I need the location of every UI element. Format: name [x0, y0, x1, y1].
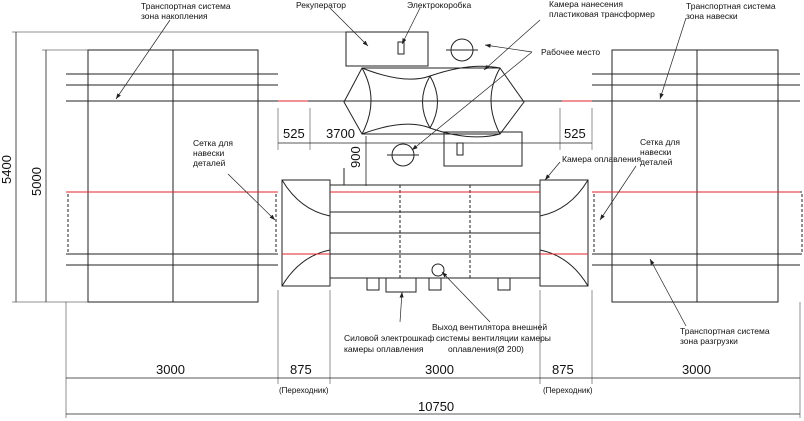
dim-5400: 5400 [0, 155, 14, 184]
dim-3000-right: 3000 [682, 362, 711, 377]
label-grid-right-2: навески [640, 147, 672, 157]
dim-adapter-right: (Переходник) [543, 386, 593, 395]
label-fan-outlet-3: оплавления(Ø 200) [448, 344, 524, 354]
label-grid-left-1: Сетка для [193, 138, 233, 148]
label-hang-transport-1: Транспортная система [686, 1, 776, 11]
dim-5000: 5000 [29, 167, 44, 196]
dim-525-left: 525 [283, 126, 305, 141]
dim-3000-left: 3000 [156, 362, 185, 377]
dim-525-right: 525 [564, 126, 586, 141]
label-grid-left-3: деталей [193, 158, 226, 168]
accumulation-zone [66, 49, 278, 303]
melt-chamber [281, 168, 589, 293]
unloading-zone [592, 49, 803, 303]
dim-adapter-left: (Переходник) [279, 386, 329, 395]
label-accum-transport-2: зона накопления [141, 11, 208, 21]
label-power-cabinet-1: Силовой электрошкаф [344, 333, 434, 343]
label-electrobox: Электрокоробка [407, 0, 471, 10]
recuperator-box [345, 31, 429, 67]
label-recuperator: Рекуператор [296, 0, 346, 10]
dim-3700: 3700 [326, 126, 355, 141]
label-coating-chamber-1: Камера нанесения [549, 0, 623, 9]
label-fan-outlet-2: системы вентиляции камеры [436, 333, 551, 343]
dim-3000-mid: 3000 [425, 362, 454, 377]
label-workplace: Рабочее место [541, 47, 600, 57]
label-grid-left-2: навески [193, 148, 225, 158]
dim-875-left: 875 [290, 362, 312, 377]
dim-total: 10750 [418, 399, 454, 414]
dim-875-right: 875 [552, 362, 574, 377]
label-unload-transport-1: Транспортная система [680, 326, 770, 336]
label-coating-chamber-2: пластиковая трансформер [549, 9, 655, 19]
label-hang-transport-2: зона навески [686, 11, 738, 21]
dim-900: 900 [348, 146, 363, 168]
label-grid-right-3: деталей [640, 157, 673, 167]
label-accum-transport-1: Транспортная система [141, 1, 231, 11]
label-grid-right-1: Сетка для [640, 137, 680, 147]
label-unload-transport-2: зона разгрузки [680, 336, 738, 346]
label-melt-chamber: Камера оплавления [562, 154, 642, 164]
label-fan-outlet-1: Выход вентилятора внешней [432, 322, 547, 332]
label-power-cabinet-2: камеры оплавления [344, 344, 424, 354]
